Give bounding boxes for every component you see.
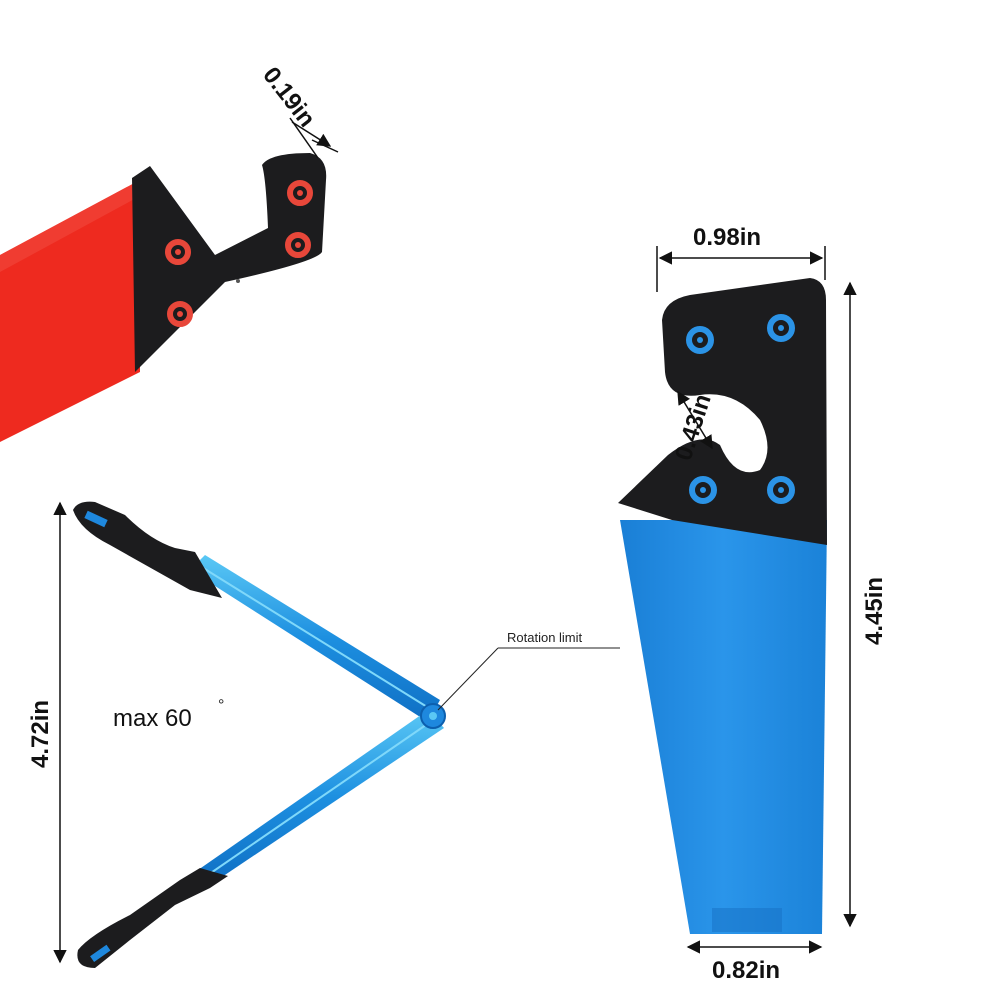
blue-stand-front: 0.98in 0.43in 4.45in 0.82in — [618, 224, 888, 984]
max-angle-text: max 60 — [113, 705, 192, 732]
bottom-width-label: 0.82in — [712, 957, 780, 984]
open-height-label: 4.72in — [27, 700, 54, 768]
degree-mark: ° — [218, 697, 224, 714]
hook-gap-dimension — [289, 117, 339, 159]
hook-depth-dimension — [677, 390, 713, 450]
open-stand-side: Rotation limit max 60 ° 4.72in — [27, 501, 620, 968]
head-width-dimension — [656, 246, 826, 292]
head-width-label: 0.98in — [693, 224, 761, 251]
blue-stand-body — [620, 520, 827, 934]
red-stand-holes — [165, 180, 313, 327]
rotation-limit-label: Rotation limit — [507, 630, 583, 645]
red-stand-detail: 0.19in — [0, 62, 339, 442]
blue-stand-holes — [686, 314, 795, 504]
lower-black-head — [77, 868, 228, 968]
rotation-limit-callout — [437, 647, 620, 711]
upper-black-head — [73, 501, 222, 598]
hook-gap-label: 0.19in — [257, 62, 320, 132]
red-stand-black-head — [132, 153, 327, 372]
blue-stand-black-head — [618, 278, 827, 545]
max-angle-label: max 60 — [113, 705, 192, 732]
body-length-label: 4.45in — [861, 577, 888, 645]
